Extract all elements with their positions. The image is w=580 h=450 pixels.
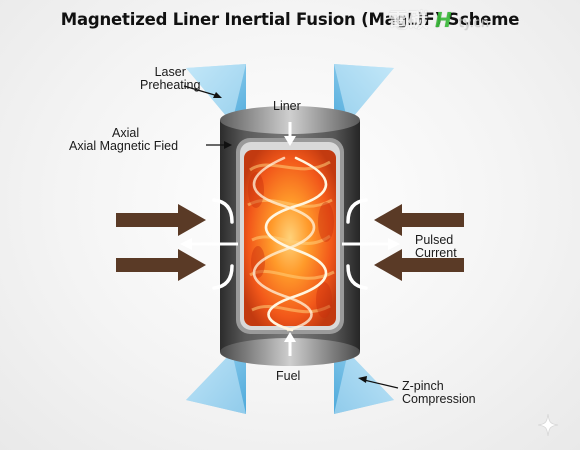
current-arrow-right-bottom (374, 249, 464, 281)
laser-beam-bottom-left (186, 342, 246, 414)
label-pulsed: Pulsed (415, 233, 454, 247)
label-pulsed-current: Pulsed Current (415, 234, 457, 260)
label-compression: Compression (402, 392, 476, 406)
watermark-brand: 電碳 (388, 8, 428, 32)
magnetic-field-helix (252, 156, 328, 332)
label-current: Current (415, 246, 457, 260)
label-z-pinch: Z-pinch (402, 379, 444, 393)
sparkle-icon (537, 413, 559, 437)
leader-axial-field (206, 141, 232, 149)
current-arrow-left-bottom (116, 249, 206, 281)
right-electrode-brackets (346, 198, 368, 290)
label-fuel: Fuel (276, 369, 301, 383)
label-axial: Axial (112, 126, 140, 140)
leader-z-pinch (358, 376, 399, 389)
label-axial-magnetic-field: Axial Magnetic Fied (69, 139, 179, 153)
watermark-mark: H (434, 8, 452, 32)
diagram-title: Magnetized Liner Inertial Fusion (MagLIF… (60, 10, 520, 29)
current-arrow-left-top (116, 204, 206, 236)
label-laser: Laser (154, 65, 186, 79)
fuel-arrow-bottom (284, 332, 296, 356)
outward-arrow-right (342, 238, 400, 250)
label-liner: Liner (273, 99, 301, 113)
leader-laser-preheating (183, 85, 222, 98)
watermark: 電碳 H ty.cn (388, 4, 489, 33)
liner-arrow-top (284, 122, 296, 146)
watermark-url: ty.cn (458, 16, 490, 31)
outward-arrow-left (180, 238, 238, 250)
label-z-pinch-compression: Z-pinch Compression (402, 380, 476, 406)
current-arrow-right-top (374, 204, 464, 236)
label-preheating: Preheating (140, 78, 201, 92)
left-electrode-brackets (212, 198, 234, 290)
label-laser-preheating: Laser Preheating (140, 66, 200, 92)
